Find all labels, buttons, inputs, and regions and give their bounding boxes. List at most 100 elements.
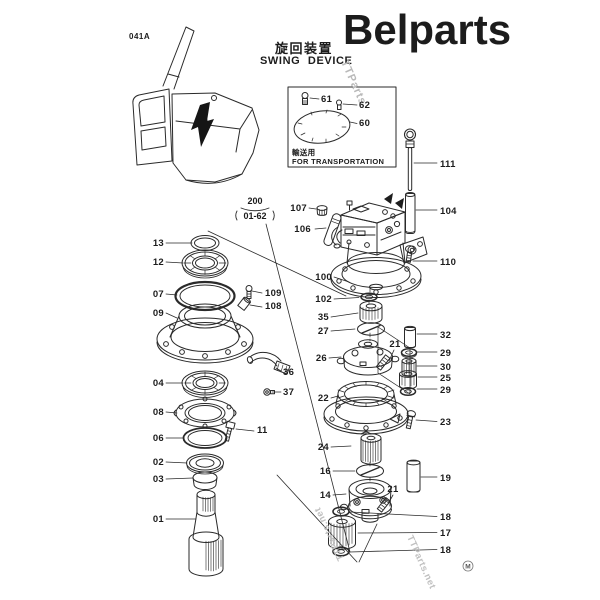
assembly-ref-bracket <box>207 207 378 563</box>
callout-08: 08 <box>153 407 164 418</box>
location-arrow-icon <box>191 102 214 147</box>
callout-13: 13 <box>153 238 164 249</box>
callout-02: 02 <box>153 457 164 468</box>
part-13-snap-ring <box>190 235 220 251</box>
callout-09: 09 <box>153 308 164 319</box>
part-108-fitting <box>237 296 251 311</box>
transport-cover-drawing <box>287 86 397 168</box>
page-title-en: SWING DEVICE <box>260 55 353 67</box>
part-01-pinion-shaft <box>188 489 224 577</box>
part-32-pin <box>404 325 416 348</box>
assembly-ref-range: 01-62 <box>243 211 266 221</box>
part-14-carrier <box>339 479 392 523</box>
revision-mark: M <box>465 564 470 571</box>
part-18-washer-lower <box>332 546 350 557</box>
callout-37: 37 <box>283 387 294 398</box>
callout-24: 24 <box>318 442 330 453</box>
callout-21-lower: 21 <box>387 484 399 495</box>
assembly-ref-group: 200 <box>247 196 262 206</box>
part-17-planet-gear <box>328 515 356 550</box>
callout-35: 35 <box>318 312 330 323</box>
callout-19: 19 <box>440 473 451 484</box>
part-21-pin-upper <box>375 354 391 371</box>
part-29-washer-upper <box>400 347 418 359</box>
callout-16: 16 <box>320 466 331 477</box>
part-16-thrust-plate <box>356 464 384 478</box>
part-22-ring-gear <box>323 381 409 435</box>
part-04-bearing <box>181 370 229 398</box>
callout-108: 108 <box>265 301 282 312</box>
callout-29-upper: 29 <box>440 348 451 359</box>
callout-107: 107 <box>290 203 307 214</box>
callout-03: 03 <box>153 474 164 485</box>
part-107-plug <box>316 205 328 216</box>
callout-111: 111 <box>440 159 456 170</box>
excavator-sketch <box>132 26 260 184</box>
washer-62-drawing <box>336 99 342 110</box>
transport-label-en: FOR TRANSPORTATION <box>292 157 384 166</box>
callout-102: 102 <box>315 294 332 305</box>
callout-100: 100 <box>315 272 332 283</box>
callout-12: 12 <box>153 257 164 268</box>
leader-lines <box>165 97 438 553</box>
sub-group-outline <box>377 326 411 395</box>
part-21-pin-lower <box>376 497 391 513</box>
callout-04: 04 <box>153 378 165 389</box>
callout-18-lower: 18 <box>440 545 451 556</box>
part-23-bolt <box>405 410 417 430</box>
watermark-bottom-right: TTParts.net <box>404 534 438 592</box>
part-07-o-ring <box>174 280 236 312</box>
callout-26: 26 <box>316 353 327 364</box>
part-24-sun-shaft <box>360 431 382 465</box>
part-29-washer-lower <box>399 386 417 397</box>
callout-22: 22 <box>318 393 329 404</box>
part-12-bearing <box>181 249 229 279</box>
brand-logo: Belparts <box>343 6 511 53</box>
callout-21-upper: 21 <box>389 339 401 350</box>
callout-06: 06 <box>153 433 164 444</box>
callout-23: 23 <box>440 417 451 428</box>
part-26-carrier <box>336 339 400 376</box>
part-02-seal <box>186 453 224 475</box>
callout-29-lower: 29 <box>440 385 451 396</box>
callout-110: 110 <box>440 257 456 268</box>
callout-32: 32 <box>440 330 451 341</box>
callout-106: 106 <box>294 224 311 235</box>
callout-109: 109 <box>265 288 282 299</box>
callout-36: 36 <box>283 367 294 378</box>
part-111-dipstick <box>403 128 417 191</box>
part-19-pin <box>406 459 421 493</box>
callout-18-upper: 18 <box>440 512 451 523</box>
callout-61: 61 <box>321 94 333 105</box>
part-11-bolt <box>224 420 236 442</box>
part-06-ring <box>182 427 228 449</box>
callout-11: 11 <box>257 425 268 436</box>
transport-label-cn: 輸送用 <box>292 147 315 157</box>
part-109-bolt <box>245 285 253 299</box>
callout-01: 01 <box>153 514 165 525</box>
callout-27: 27 <box>318 326 329 337</box>
part-09-housing <box>156 303 254 364</box>
part-35-coupling <box>359 300 383 324</box>
callout-62: 62 <box>359 100 370 111</box>
part-100-swing-motor <box>330 193 428 298</box>
callout-17: 17 <box>440 528 451 539</box>
part-106-pin <box>323 213 342 246</box>
part-25-planet-gear <box>399 370 417 390</box>
page-title-cn: 旋回装置 <box>274 41 333 56</box>
callout-25: 25 <box>440 373 452 384</box>
part-104-pipe <box>405 192 416 234</box>
callout-14: 14 <box>320 490 332 501</box>
revision-mark-circle <box>462 560 474 572</box>
part-37-plug <box>263 388 275 396</box>
callout-60: 60 <box>359 118 370 129</box>
part-30-bushing <box>401 357 417 377</box>
part-36-elbow <box>246 351 291 375</box>
callout-07: 07 <box>153 289 164 300</box>
part-03-collar <box>192 471 218 490</box>
doc-code: 041A <box>129 32 150 41</box>
callout-30: 30 <box>440 362 451 373</box>
part-27-thrust-plate <box>357 322 385 336</box>
